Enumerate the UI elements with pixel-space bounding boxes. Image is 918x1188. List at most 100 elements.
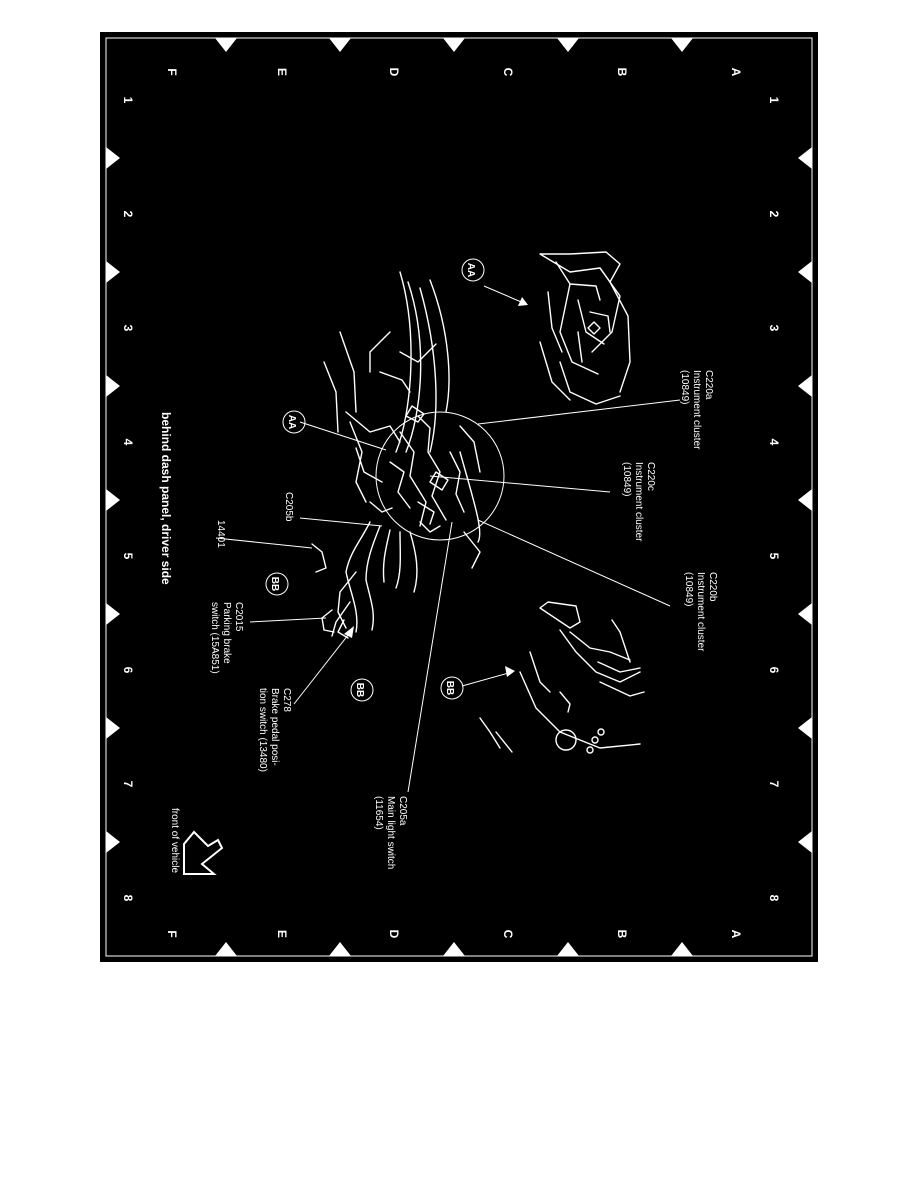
grid-col-2-right: 2 [767, 211, 781, 218]
grid-row-a-left: A [729, 930, 743, 939]
border-marker-left-1 [106, 147, 120, 169]
border-marker-bottom-4 [557, 942, 579, 956]
grid-row-b-right: B [615, 68, 629, 77]
view-aa-pointer-arrow [483, 285, 527, 305]
detail-view-bb-artwork [479, 601, 645, 754]
border-marker-left-7 [106, 831, 120, 853]
c278-arrowhead [344, 626, 354, 638]
grid-row-e-right: E [275, 68, 289, 76]
view-bb-arrowhead [505, 666, 515, 677]
harness-artwork [311, 501, 441, 639]
callout-c2015: C2015 Parking brake switch (15A851) [209, 602, 244, 674]
border-marker-right-1 [798, 147, 812, 169]
svg-text:C220b: C220b [707, 572, 718, 602]
grid-col-6-right: 6 [767, 667, 781, 674]
border-marker-bottom-2 [329, 942, 351, 956]
grid-col-3-right: 3 [767, 325, 781, 332]
view-bb-pointer-arrow [461, 671, 513, 687]
svg-text:Brake pedal posi-: Brake pedal posi- [269, 688, 280, 766]
grid-col-8-right: 8 [767, 895, 781, 902]
dash-panel-artwork [323, 271, 481, 569]
border-marker-left-4 [106, 489, 120, 511]
svg-text:BB: BB [444, 681, 455, 695]
border-marker-top-5 [671, 38, 693, 52]
svg-text:BB: BB [354, 683, 365, 697]
grid-row-labels-left: A B C D E F [165, 930, 743, 939]
grid-col-7-left: 7 [121, 781, 135, 788]
callout-c278: C278 Brake pedal posi- tion switch (1348… [257, 688, 292, 772]
border-marker-right-7 [798, 831, 812, 853]
border-marker-left-5 [106, 603, 120, 625]
svg-text:C220a: C220a [703, 370, 714, 400]
detail-view-aa-artwork [539, 251, 631, 405]
grid-col-3-left: 3 [121, 325, 135, 332]
grid-row-c-right: C [501, 68, 515, 77]
callout-c220b: C220b Instrument cluster (10849) [683, 572, 718, 652]
callout-leaders [215, 399, 681, 793]
svg-text:Instrument cluster: Instrument cluster [633, 462, 644, 542]
callout-c205b: C205b [283, 492, 294, 522]
orientation-label: front of vehicle [169, 808, 180, 873]
border-marker-bottom-5 [671, 942, 693, 956]
grid-col-5-left: 5 [121, 553, 135, 560]
grid-col-6-left: 6 [121, 667, 135, 674]
grid-row-d-right: D [387, 68, 401, 77]
svg-text:AA: AA [465, 263, 476, 277]
border-marker-right-5 [798, 603, 812, 625]
svg-text:14401: 14401 [215, 520, 226, 548]
grid-col-1-right: 1 [767, 97, 781, 104]
zoom-circle-artwork [375, 411, 505, 541]
svg-text:Parking brake: Parking brake [221, 602, 232, 664]
svg-text:(11654): (11654) [373, 796, 384, 830]
callout-c205a: C205a Main light switch (11654) [373, 796, 408, 869]
wiring-location-diagram: A B C D E F A B C D E F 1 2 3 4 5 6 7 8 … [100, 32, 818, 962]
svg-text:AA: AA [286, 415, 297, 429]
svg-text:(10849): (10849) [679, 370, 690, 404]
svg-text:Instrument cluster: Instrument cluster [695, 572, 706, 652]
grid-row-labels-right: A B C D E F [165, 68, 743, 77]
svg-text:C205a: C205a [397, 796, 408, 826]
diagram-caption: behind dash panel, driver side [159, 412, 173, 585]
border-marker-top-1 [215, 38, 237, 52]
border-markers [106, 38, 812, 956]
svg-text:Main light switch: Main light switch [385, 796, 396, 869]
svg-text:C2015: C2015 [233, 602, 244, 632]
grid-row-a-right: A [729, 68, 743, 77]
svg-text:switch (15A851): switch (15A851) [209, 602, 220, 674]
view-marker-bb-lower-2: BB [350, 678, 374, 702]
callout-c220a: C220a Instrument cluster (10849) [679, 370, 714, 450]
border-marker-bottom-3 [443, 942, 465, 956]
grid-col-5-right: 5 [767, 553, 781, 560]
grid-col-2-left: 2 [121, 211, 135, 218]
grid-row-f-left: F [165, 930, 179, 937]
front-of-vehicle-arrow-icon [183, 830, 224, 875]
grid-row-d-left: D [387, 930, 401, 939]
grid-col-4-left: 4 [121, 439, 135, 446]
view-marker-bb-lower-1: BB [265, 572, 289, 596]
diagram-sheet: A B C D E F A B C D E F 1 2 3 4 5 6 7 8 … [100, 32, 818, 962]
svg-text:tion switch (13480): tion switch (13480) [257, 688, 268, 772]
grid-row-e-left: E [275, 930, 289, 938]
grid-column-labels-left: 1 2 3 4 5 6 7 8 [121, 97, 135, 902]
border-marker-top-3 [443, 38, 465, 52]
svg-text:Instrument cluster: Instrument cluster [691, 370, 702, 450]
view-aa-arrowhead [518, 297, 528, 306]
view-marker-bb-upper: BB [440, 676, 464, 700]
svg-text:BB: BB [269, 577, 280, 591]
border-marker-top-4 [557, 38, 579, 52]
border-marker-right-3 [798, 375, 812, 397]
grid-row-f-right: F [165, 68, 179, 75]
grid-col-7-right: 7 [767, 781, 781, 788]
border-marker-left-3 [106, 375, 120, 397]
callout-c220c: C220c Instrument cluster (10849) [621, 462, 656, 542]
grid-row-b-left: B [615, 930, 629, 939]
grid-col-8-left: 8 [121, 895, 135, 902]
grid-col-4-right: 4 [767, 439, 781, 446]
border-marker-right-4 [798, 489, 812, 511]
border-marker-right-6 [798, 717, 812, 739]
callout-14401: 14401 [215, 520, 226, 548]
border-marker-right-2 [798, 261, 812, 283]
svg-text:C278: C278 [281, 688, 292, 712]
grid-row-c-left: C [501, 930, 515, 939]
border-marker-left-6 [106, 717, 120, 739]
